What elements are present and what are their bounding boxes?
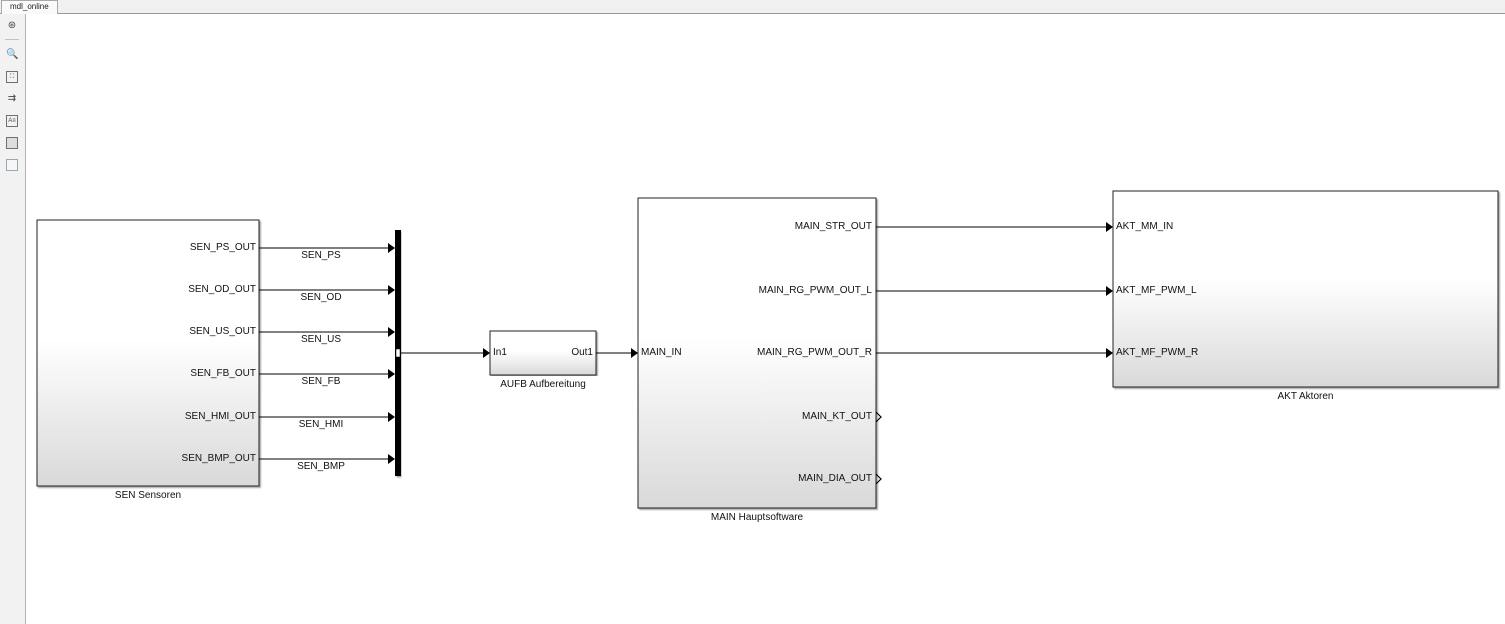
arrow-mux-3	[388, 327, 395, 337]
block-name-aufb[interactable]: AUFB Aufbereitung	[500, 379, 586, 390]
arrow-mux-2	[388, 285, 395, 295]
arrow-mux-5	[388, 412, 395, 422]
signal-label[interactable]: SEN_FB	[301, 376, 341, 387]
arrowheads	[388, 222, 1113, 464]
port-label: SEN_US_OUT	[189, 326, 256, 337]
port-label: AKT_MF_PWM_R	[1116, 347, 1199, 358]
arrow-akt-1	[1106, 222, 1113, 232]
arrow-mux-6	[388, 454, 395, 464]
port-label: SEN_PS_OUT	[189, 242, 256, 253]
block-name-akt[interactable]: AKT Aktoren	[1277, 391, 1334, 402]
tab-model[interactable]: mdl_online	[1, 0, 58, 14]
signal-label[interactable]: SEN_BMP	[297, 461, 345, 472]
mux-port-marker	[395, 348, 401, 358]
model-canvas[interactable]: SEN_PS_OUT SEN_OD_OUT SEN_US_OUT SEN_FB_…	[26, 14, 1505, 624]
aufb-block[interactable]	[489, 330, 597, 376]
port-label: AKT_MM_IN	[1116, 221, 1174, 232]
port-label: MAIN_IN	[641, 347, 682, 358]
signal-lines	[259, 226, 1107, 460]
image-icon[interactable]	[6, 137, 18, 149]
port-label: SEN_FB_OUT	[190, 368, 256, 379]
area-icon[interactable]	[6, 159, 18, 171]
port-label: MAIN_RG_PWM_OUT_R	[756, 347, 872, 358]
port-label: Out1	[571, 347, 593, 358]
arrow-icon[interactable]: ⇉	[7, 93, 17, 104]
port-label: In1	[493, 347, 507, 358]
port-label: MAIN_KT_OUT	[801, 411, 872, 422]
block-name-sen[interactable]: SEN Sensoren	[114, 490, 182, 501]
arrow-mux-4	[388, 369, 395, 379]
port-label: MAIN_RG_PWM_OUT_L	[758, 285, 872, 296]
port-label: SEN_BMP_OUT	[181, 453, 256, 464]
zoom-icon[interactable]: 🔍	[6, 49, 19, 60]
annotation-icon[interactable]: A≡	[6, 115, 18, 127]
arrow-akt-3	[1106, 348, 1113, 358]
arrow-akt-2	[1106, 286, 1113, 296]
arrow-mux-1	[388, 243, 395, 253]
port-main-kt-open[interactable]	[875, 411, 882, 423]
port-label: MAIN_STR_OUT	[794, 221, 872, 232]
sen-block[interactable]	[36, 219, 260, 487]
akt-block[interactable]	[1112, 190, 1499, 388]
block-name-main[interactable]: MAIN Hauptsoftware	[710, 512, 804, 523]
tab-bar: mdl_online	[0, 0, 1505, 14]
port-label: SEN_OD_OUT	[188, 284, 256, 295]
signal-label[interactable]: SEN_PS	[301, 250, 341, 261]
port-label: AKT_MF_PWM_L	[1116, 285, 1197, 296]
signal-label[interactable]: SEN_OD	[300, 292, 342, 303]
signal-label[interactable]: SEN_US	[300, 334, 341, 345]
arrow-main-in	[631, 348, 638, 358]
port-main-dia-open[interactable]	[875, 473, 882, 485]
toolbar-divider	[5, 39, 19, 40]
hide-show-explorer-icon[interactable]: ⊛	[7, 20, 17, 31]
fit-to-view-icon[interactable]: ⛶	[6, 71, 18, 83]
port-label: SEN_HMI_OUT	[184, 411, 256, 422]
signal-label[interactable]: SEN_HMI	[298, 419, 344, 430]
arrow-aufb-in	[483, 348, 490, 358]
diagram-svg	[36, 190, 1499, 509]
palette-toolbar: ⊛ 🔍 ⛶ ⇉ A≡	[0, 14, 26, 624]
main-block[interactable]	[637, 197, 877, 509]
port-label: MAIN_DIA_OUT	[798, 473, 872, 484]
